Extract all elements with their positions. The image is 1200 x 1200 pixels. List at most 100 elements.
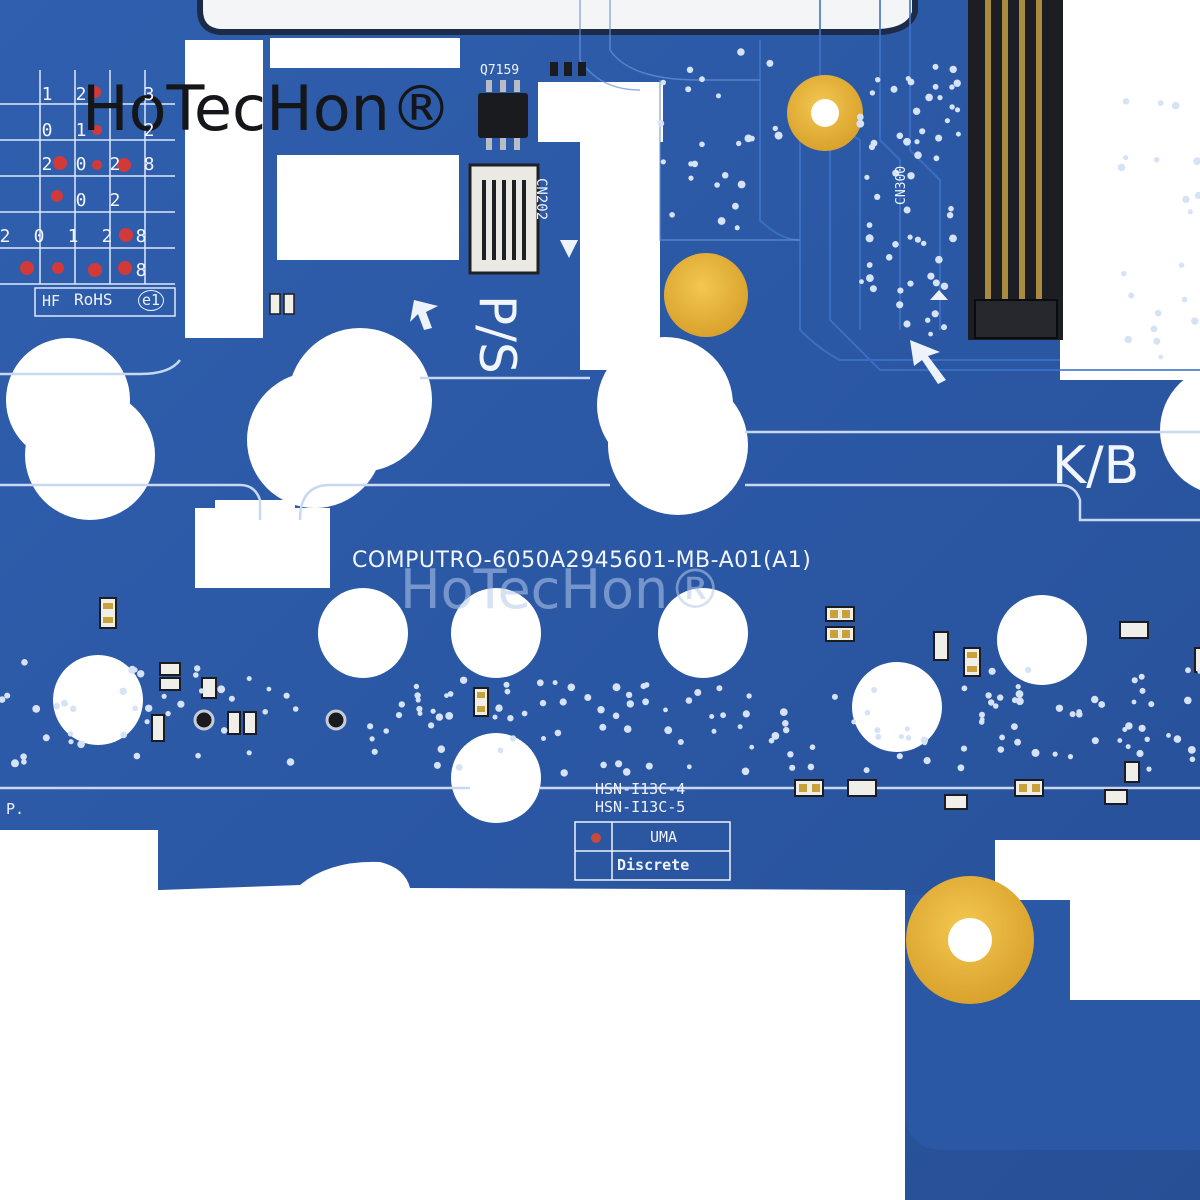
via-dot <box>949 104 955 110</box>
corner-marking: P. <box>6 800 25 818</box>
via-dot <box>503 681 510 688</box>
via-dot <box>660 159 666 165</box>
via-dot <box>960 745 968 752</box>
date-grid-cell: 8 <box>135 226 147 247</box>
via-dot <box>831 693 838 700</box>
via-dot <box>869 285 877 293</box>
date-grid-cell: 1 <box>67 226 79 247</box>
via-dot <box>875 77 881 83</box>
via-dot <box>1150 325 1158 333</box>
via-dot <box>497 747 504 754</box>
via-dot <box>1067 754 1074 760</box>
via-dot <box>133 752 141 760</box>
via-dot <box>455 764 463 771</box>
via-dot <box>885 253 893 261</box>
via-dot <box>892 241 899 248</box>
via-dot <box>949 234 957 243</box>
via-dot <box>177 700 185 708</box>
via-dot <box>1117 738 1123 743</box>
via-dot <box>1131 699 1137 705</box>
via-dot <box>194 665 201 672</box>
via-dot <box>949 65 957 74</box>
gpu-option-discrete: Discrete <box>617 856 690 874</box>
via-dot <box>1158 354 1164 360</box>
date-grid-cell: 0 <box>75 190 87 211</box>
via-dot <box>642 698 649 706</box>
via-dot <box>721 172 729 179</box>
via-dot <box>988 667 996 675</box>
via-dot <box>1125 744 1131 750</box>
via-dot <box>1194 191 1200 200</box>
via-dot <box>1052 751 1058 757</box>
cn300-connector <box>968 0 1063 340</box>
via-dot <box>925 93 933 102</box>
date-grid-cell: 2 <box>41 154 53 175</box>
via-dot <box>749 744 755 750</box>
via-dot <box>1125 722 1133 730</box>
via-dot <box>383 728 390 734</box>
via-dot <box>789 764 796 771</box>
via-dot <box>1184 696 1192 705</box>
via-dot <box>734 225 740 231</box>
via-dot <box>415 697 421 703</box>
mounting-holes <box>6 328 1200 823</box>
via-dot <box>807 763 815 771</box>
via-dot <box>961 685 968 692</box>
via-dot <box>903 137 911 146</box>
via-dot <box>737 180 746 189</box>
via-dot <box>622 768 631 776</box>
via-dot <box>541 736 546 741</box>
via-dot <box>904 726 910 732</box>
via-dot <box>615 760 623 768</box>
via-dot <box>266 686 272 692</box>
via-dot <box>869 90 876 96</box>
via-dot <box>897 287 904 294</box>
via-dot <box>1187 209 1193 215</box>
via-dot <box>903 206 911 214</box>
via-dot <box>923 757 931 765</box>
via-dot <box>953 79 961 87</box>
via-dot <box>663 707 668 713</box>
via-dot <box>1015 690 1024 698</box>
via-dot <box>1091 695 1099 704</box>
via-dot <box>907 234 913 240</box>
via-dot <box>699 76 705 83</box>
via-dot <box>459 676 468 684</box>
via-dot <box>42 734 50 742</box>
via-dot <box>68 739 74 745</box>
via-dot <box>0 696 6 703</box>
via-dot <box>220 727 228 734</box>
metal-shield <box>197 0 918 35</box>
via-dot <box>137 670 145 678</box>
via-dot <box>626 700 634 708</box>
via-dot <box>714 182 720 188</box>
via-dot <box>416 705 423 713</box>
via-dot <box>1154 309 1162 317</box>
watermark-primary: HoTecHon® <box>82 72 452 145</box>
via-dot <box>711 728 717 734</box>
via-dot <box>560 769 568 777</box>
via-dot <box>935 134 943 142</box>
via-dot <box>1148 701 1155 708</box>
via-dot <box>521 710 528 717</box>
via-dot <box>677 739 684 745</box>
via-dot <box>228 695 235 702</box>
via-dot <box>941 324 947 331</box>
via-dot <box>437 745 446 753</box>
via-dot <box>509 735 517 742</box>
via-dot <box>927 272 935 280</box>
via-dot <box>398 701 405 708</box>
via-dot <box>504 688 511 695</box>
via-dot <box>779 708 788 716</box>
via-dot <box>53 702 60 710</box>
via-dot <box>787 751 794 758</box>
via-dot <box>371 748 378 755</box>
via-dot <box>997 746 1005 753</box>
via-dot <box>896 132 904 140</box>
via-dot <box>1189 756 1196 763</box>
via-dot <box>688 161 694 167</box>
via-dot <box>912 107 921 116</box>
via-dot <box>552 680 558 686</box>
via-dot <box>1069 711 1076 718</box>
via-dot <box>741 767 750 776</box>
